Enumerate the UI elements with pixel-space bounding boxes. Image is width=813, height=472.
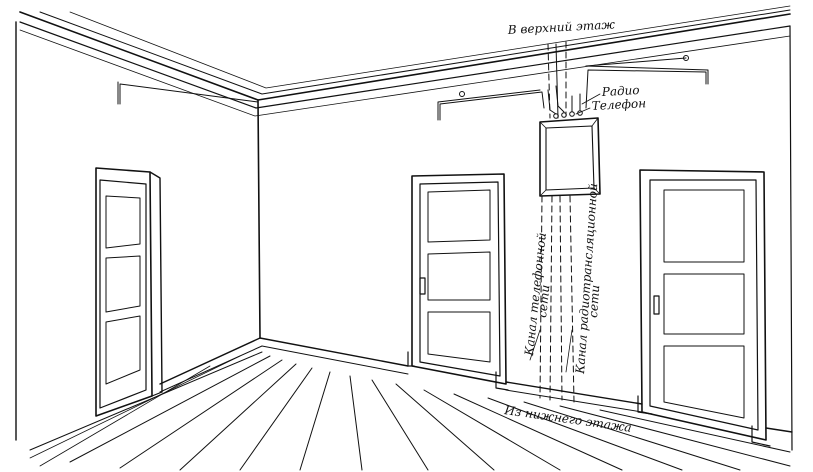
floor — [29, 337, 793, 471]
room-walls — [15, 21, 793, 451]
label-radio-channel-1: Канал радиотрансляционной — [573, 183, 600, 375]
label-telephone-channel-2: сети — [535, 284, 552, 318]
door-right — [637, 169, 771, 447]
label-to-upper-floor: В верхний этаж — [506, 17, 615, 37]
label-radio: Радио — [600, 83, 639, 99]
channels — [539, 41, 575, 403]
channel-solid — [529, 43, 573, 373]
leader-radio — [581, 93, 601, 105]
door-left — [95, 167, 163, 417]
label-telephone: Телефон — [591, 96, 646, 113]
door-middle — [407, 173, 509, 391]
label-radio-channel-2: сети — [586, 284, 602, 318]
wiring — [117, 55, 709, 121]
ceiling-cornice — [19, 5, 791, 117]
leader-telephone — [575, 107, 591, 115]
